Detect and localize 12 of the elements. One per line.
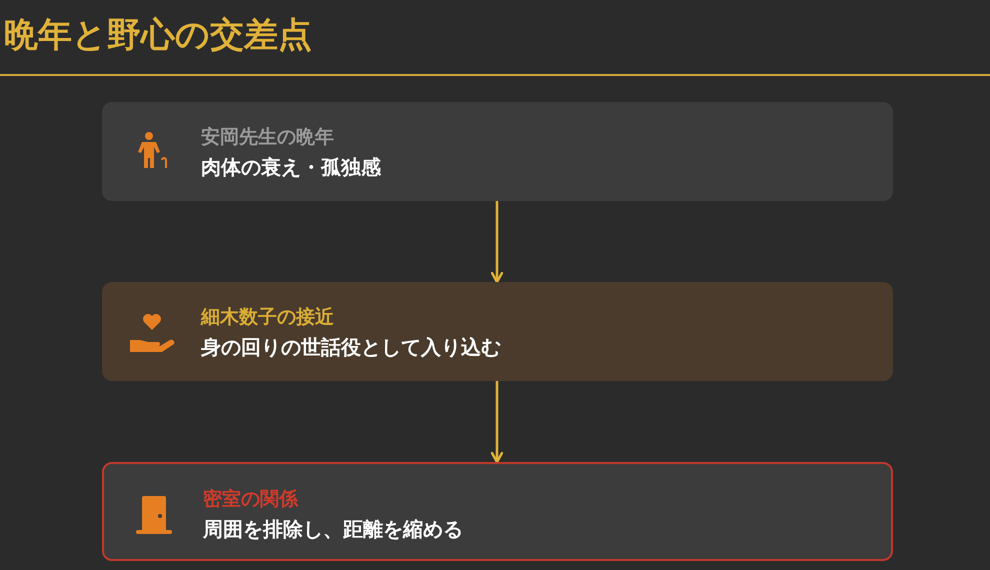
step-card — [102, 102, 893, 201]
step-description: 周囲を排除し、距離を縮める — [203, 516, 463, 543]
page-title: 晩年と野心の交差点 — [4, 14, 312, 57]
step-description: 肉体の衰え・孤独感 — [201, 154, 381, 181]
step-card — [102, 282, 893, 381]
arrow — [490, 381, 504, 464]
step-heading: 安岡先生の晩年 — [201, 125, 334, 150]
step-card — [102, 462, 893, 561]
step-heading: 細木数子の接近 — [201, 305, 334, 330]
arrow — [490, 201, 504, 284]
step-heading: 密室の関係 — [203, 487, 298, 512]
step-description: 身の回りの世話役として入り込む — [201, 334, 501, 361]
